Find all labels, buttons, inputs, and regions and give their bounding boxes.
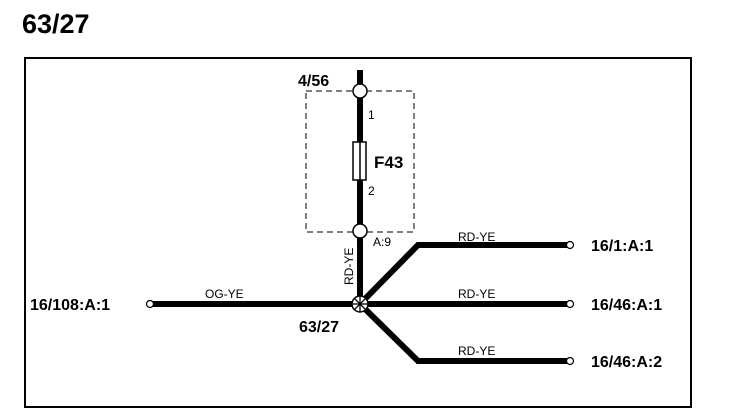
left-connector-label: 16/108:A:1 [30,297,110,314]
right-terminal-1 [565,240,575,250]
top-node-label: 4/56 [298,73,329,90]
fuse-label: F43 [374,153,403,172]
right-wire-3 [357,301,570,364]
pin-bottom-label: 2 [368,184,375,198]
right-wire-2-color-label: RD-YE [458,287,495,301]
right-connector-2-label: 16/46:A:1 [591,297,662,314]
splice-icon [351,295,369,313]
bottom-connector-node [352,223,368,239]
splice-label: 63/27 [299,319,339,336]
right-connector-1-label: 16/1:A:1 [591,238,653,255]
page-title: 63/27 [22,9,90,39]
vertical-wire-color-label: RD-YE [342,248,356,285]
right-wire-1-color-label: RD-YE [458,230,495,244]
left-wire-color-label: OG-YE [205,287,244,301]
right-terminal-2 [565,299,575,309]
right-wire-3-color-label: RD-YE [458,344,495,358]
top-connector-node [352,83,368,99]
bottom-node-label: A:9 [373,235,391,249]
right-terminal-3 [565,356,575,366]
right-connector-3-label: 16/46:A:2 [591,354,662,371]
right-wire-1 [357,242,570,307]
left-terminal [145,299,155,309]
diagram-frame [24,57,692,408]
pin-top-label: 1 [368,108,375,122]
